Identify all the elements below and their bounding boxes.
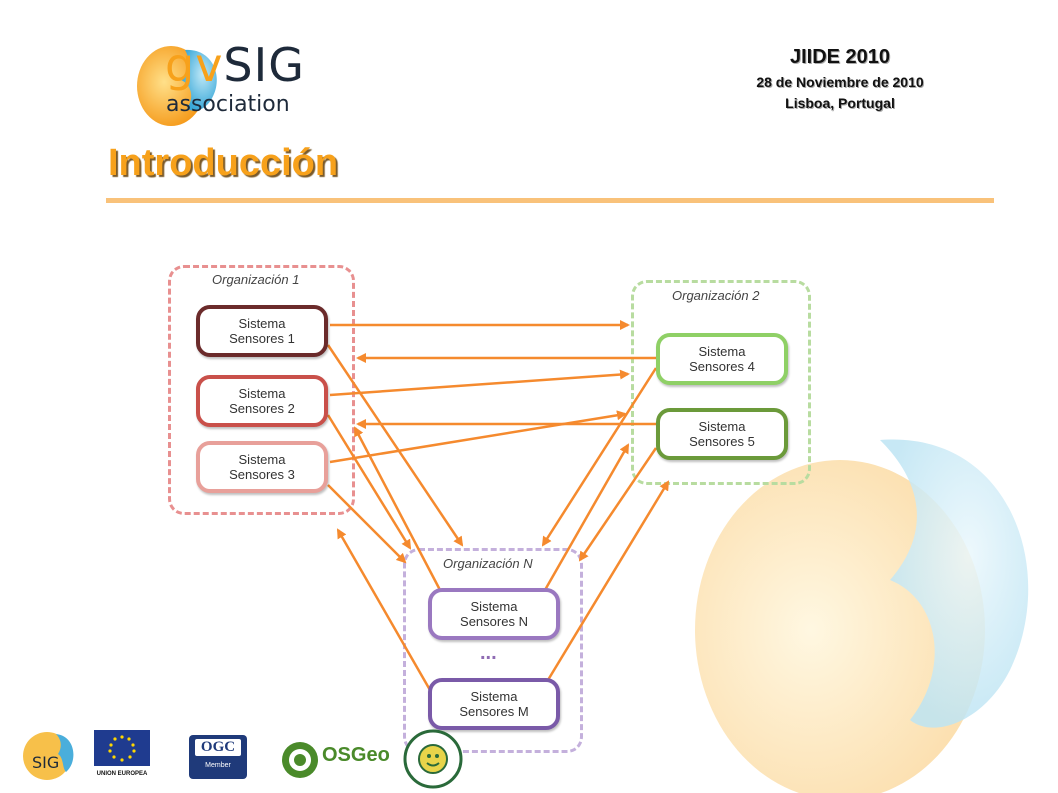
organization-2-box bbox=[631, 280, 811, 485]
node-sistema-sensores-1: Sistema Sensores 1 bbox=[196, 305, 328, 357]
node-line1: Sistema bbox=[238, 452, 286, 467]
conference-title: JIIDE 2010 bbox=[789, 46, 891, 68]
arrow-s2-to-org2 bbox=[329, 369, 630, 397]
arrow-s3-to-org2 bbox=[329, 410, 627, 464]
arrow-s4-to-orgN bbox=[541, 367, 658, 547]
ogc-label: OGC bbox=[195, 739, 241, 756]
node-line2: Sensores 4 bbox=[689, 359, 755, 374]
organization-1-box bbox=[168, 265, 355, 515]
node-line2: Sensores N bbox=[460, 614, 528, 629]
node-sistema-sensores-2: Sistema Sensores 2 bbox=[196, 375, 328, 427]
arrow-s3-to-orgN bbox=[327, 484, 407, 564]
eu-logo: UNION EUROPEA bbox=[94, 730, 150, 790]
logo-subtitle: association bbox=[166, 92, 290, 117]
title-divider bbox=[106, 198, 994, 203]
node-line1: Sistema bbox=[238, 316, 286, 331]
organization-n-label: Organización N bbox=[443, 556, 533, 571]
node-sistema-sensores-4: Sistema Sensores 4 bbox=[656, 333, 788, 385]
arrow-sN-to-s2 bbox=[353, 426, 442, 591]
arrow-s2-to-orgN bbox=[326, 414, 412, 550]
gvsig-small-logo-icon: SIG bbox=[23, 732, 74, 780]
arrow-s5-to-orgN bbox=[578, 447, 658, 562]
logo-wordmark: gvSIG bbox=[165, 38, 305, 92]
ogc-logo: OGC Member bbox=[189, 735, 247, 779]
slide-title: Introducción bbox=[108, 142, 339, 184]
node-line2: Sensores M bbox=[459, 704, 529, 719]
node-line1: Sistema bbox=[470, 599, 518, 614]
arrow-sN-to-org2 bbox=[543, 443, 630, 591]
node-line2: Sensores 5 bbox=[689, 434, 755, 449]
node-sistema-sensores-m: Sistema Sensores M bbox=[428, 678, 560, 730]
node-line2: Sensores 2 bbox=[229, 401, 295, 416]
node-line2: Sensores 1 bbox=[229, 331, 295, 346]
osgeo-label: OSGeo bbox=[322, 744, 390, 766]
eu-label: UNION EUROPEA bbox=[96, 771, 148, 777]
conference-date: 28 de Noviembre de 2010 bbox=[756, 74, 924, 90]
node-line1: Sistema bbox=[698, 419, 746, 434]
node-line1: Sistema bbox=[698, 344, 746, 359]
node-line1: Sistema bbox=[470, 689, 518, 704]
osgeo-logo: OSGeo bbox=[280, 740, 395, 780]
eu-flag-icon bbox=[94, 730, 150, 766]
arrow-s1-to-orgN bbox=[326, 344, 464, 547]
seal-logo-icon bbox=[403, 729, 463, 789]
node-sistema-sensores-n: Sistema Sensores N bbox=[428, 588, 560, 640]
organization-2-label: Organización 2 bbox=[672, 288, 760, 303]
arrow-sM-to-org2 bbox=[546, 480, 670, 681]
node-line2: Sensores 3 bbox=[229, 467, 295, 482]
organization-n-box bbox=[403, 548, 583, 753]
conference-place: Lisboa, Portugal bbox=[785, 95, 895, 111]
node-sistema-sensores-5: Sistema Sensores 5 bbox=[656, 408, 788, 460]
arrow-sM-to-s3 bbox=[336, 528, 432, 691]
watermark-logo-icon bbox=[695, 439, 1029, 793]
ellipsis: ... bbox=[480, 642, 497, 664]
organization-1-label: Organización 1 bbox=[212, 272, 300, 287]
node-sistema-sensores-3: Sistema Sensores 3 bbox=[196, 441, 328, 493]
node-line1: Sistema bbox=[238, 386, 286, 401]
gvsig-logo-mark bbox=[137, 46, 217, 126]
osgeo-icon bbox=[282, 742, 318, 778]
ogc-member-label: Member bbox=[205, 762, 231, 769]
svg-text:SIG: SIG bbox=[32, 753, 59, 772]
